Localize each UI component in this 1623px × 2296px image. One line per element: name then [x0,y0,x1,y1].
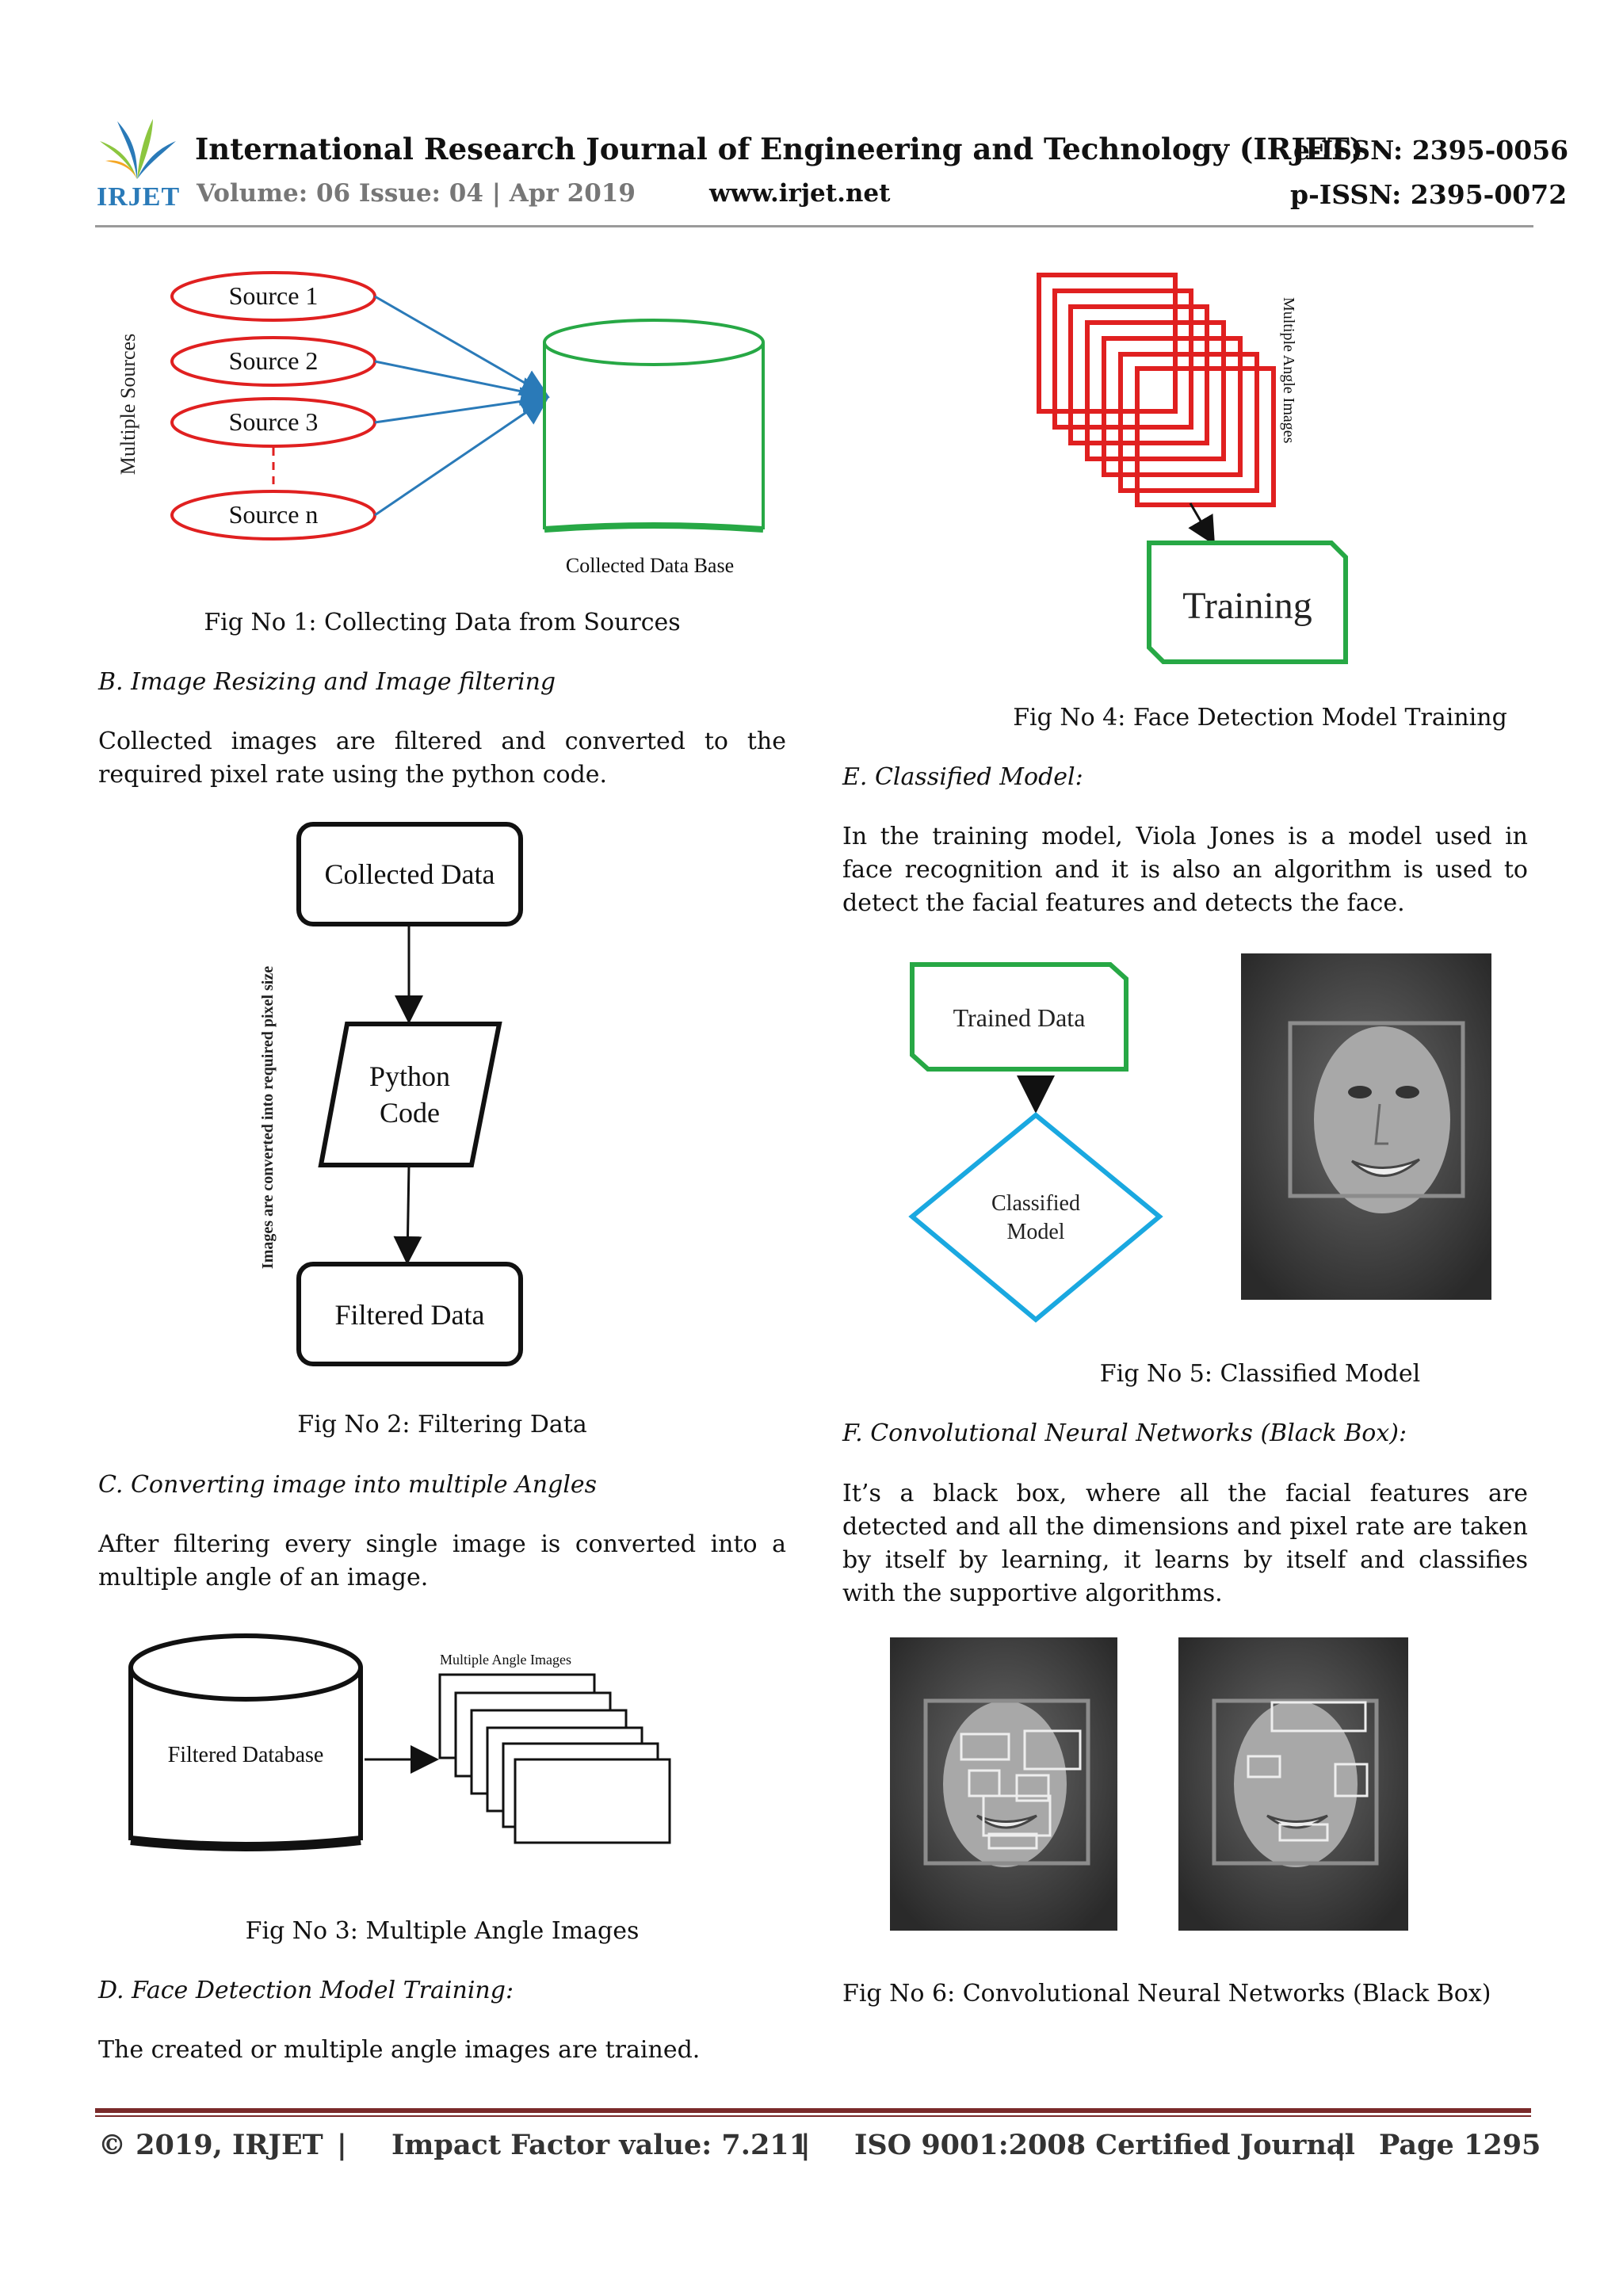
python-code-line1: Python [369,1060,450,1092]
section-c-text: After filtering every single image is co… [98,1530,786,1591]
eissn: e-ISSN: 2395-0056 [1293,135,1569,166]
fig4-image-stack [1037,273,1276,507]
classified-model-line1: Classified [991,1191,1080,1216]
fig4-stack-label: Multiple Angle Images [1280,297,1297,444]
python-code-parallelogram [318,1022,502,1167]
fig3-stack-label: Multiple Angle Images [440,1652,571,1668]
section-b-text: Collected images are filtered and conver… [98,728,786,789]
classified-model-diamond [908,1112,1163,1323]
arrow-source-2 [374,360,550,406]
volume-issue: Volume: 06 Issue: 04 | Apr 2019 [197,179,636,208]
fig2-caption: Fig No 2: Filtering Data [297,1411,587,1438]
training-box [1147,541,1348,664]
section-b-heading: B. Image Resizing and Image filtering [98,668,556,696]
face-photo-fig6-right [1178,1637,1408,1931]
python-code-line2: Code [380,1097,440,1129]
section-d-text: The created or multiple angle images are… [98,2036,701,2064]
figure-5-diagram: Trained Data Classified Model [907,955,1169,1328]
face-detection-box [1288,1021,1465,1198]
figure-1: Multiple Sources Source 1 Source 2 Sourc… [111,262,777,586]
footer-separator-1: | [337,2129,347,2161]
figure-4: Multiple Angle Images Training [1022,266,1355,670]
footer-impact-factor: Impact Factor value: 7.211 [391,2129,809,2161]
classified-model-line2: Model [1006,1220,1064,1244]
footer-separator-3: | [1336,2129,1346,2161]
collected-database-label: Collected Data Base [566,554,734,577]
collected-data-label: Collected Data [325,858,495,890]
footer-copyright: © 2019, IRJET [98,2129,323,2161]
logo-leaves-icon [100,119,176,179]
filtered-data-label: Filtered Data [335,1299,485,1331]
source-3-label: Source 3 [229,407,319,436]
website-link[interactable]: www.irjet.net [709,179,891,208]
footer-page-number: Page 1295 [1379,2129,1541,2161]
section-f-text: It’s a black box, where all the facial f… [842,1480,1528,1607]
fig3-caption: Fig No 3: Multiple Angle Images [245,1917,640,1945]
logo-text: IRJET [97,182,181,212]
section-d-heading: D. Face Detection Model Training: [98,1977,514,2004]
section-c-heading: C. Converting image into multiple Angles [98,1471,598,1499]
journal-title: International Research Journal of Engine… [195,132,1364,166]
fig4-caption: Fig No 4: Face Detection Model Training [1013,704,1507,732]
fig3-image-stack [438,1673,671,1844]
feature-boxes-right [1247,1701,1369,1842]
fig2-side-label: Images are converted into required pixel… [259,966,277,1269]
source-1-label: Source 1 [229,281,319,310]
footer-iso: ISO 9001:2008 Certified Journal [854,2129,1355,2161]
trained-data-label: Trained Data [953,1003,1086,1032]
fig6-caption: Fig No 6: Convolutional Neural Networks … [842,1980,1491,2008]
feature-boxes-left [960,1729,1082,1850]
fig1-side-label: Multiple Sources [116,334,139,475]
arrow-source-n [374,396,549,517]
training-label: Training [1182,585,1312,627]
face-photo-fig6-left [890,1637,1117,1931]
irjet-logo [94,117,181,204]
arrow-source-3 [374,387,550,424]
figure-3: Filtered Database Multiple Angle Images [123,1633,693,1862]
arrow-python-to-filtered [393,1164,422,1265]
source-2-label: Source 2 [229,346,319,375]
filtered-database-label: Filtered Database [168,1743,324,1767]
header-rule [95,225,1533,227]
fig1-caption: Fig No 1: Collecting Data from Sources [204,609,681,636]
arrow-source-1 [374,295,550,397]
collected-database-cylinder [543,319,765,533]
filtered-data-box [296,1262,523,1366]
section-e-heading: E. Classified Model: [842,763,1083,791]
arrow-images-to-training [1188,502,1216,546]
footer-rule-thin [95,2115,1531,2117]
trained-data-box [910,962,1128,1072]
section-e-text: In the training model, Viola Jones is a … [842,823,1528,917]
source-n-label: Source n [229,500,319,529]
face-photo-fig5 [1241,953,1491,1300]
footer-separator-2: | [800,2129,811,2161]
section-f-heading: F. Convolutional Neural Networks (Black … [842,1419,1407,1447]
fig5-caption: Fig No 5: Classified Model [1099,1360,1421,1388]
footer-rule-thick [95,2108,1531,2113]
filtered-database-cylinder [128,1633,363,1851]
figure-2: Images are converted into required pixel… [254,816,539,1371]
pissn: p-ISSN: 2395-0072 [1290,179,1568,210]
